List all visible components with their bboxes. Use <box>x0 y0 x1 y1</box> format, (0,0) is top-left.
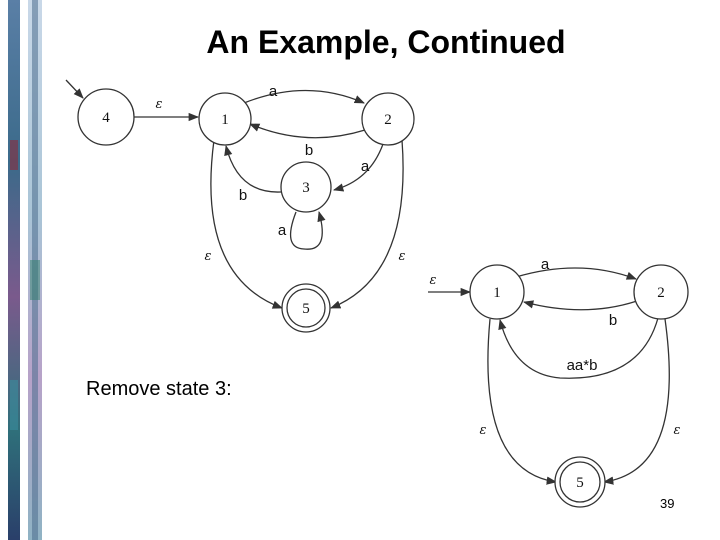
state-label: 1 <box>493 285 501 301</box>
edge-label: ε <box>399 249 406 264</box>
edge-label: b <box>609 312 617 329</box>
edge2-2-1-b <box>522 300 638 311</box>
edge2-2-5-eps <box>602 318 670 485</box>
edge-1-5-eps <box>210 139 283 309</box>
state-label: 4 <box>102 110 110 126</box>
edge-label: a <box>361 158 370 175</box>
state-1 <box>198 92 252 146</box>
edge-label: ε <box>205 249 212 264</box>
edge-label: a <box>541 256 550 273</box>
body-text: Remove state 3: <box>86 378 232 400</box>
edge-label: ε <box>674 423 681 438</box>
edge-3-1-b <box>224 144 282 193</box>
state-label: 5 <box>576 475 584 491</box>
state-label: 5 <box>302 301 310 317</box>
state-2 <box>633 264 689 320</box>
diagram-before: 4 1 2 3 5 ε a b a b a ε ε <box>65 79 415 333</box>
edge2-2-1-aab <box>498 317 659 379</box>
edge-2-5-eps <box>330 139 404 309</box>
edge-label: a <box>269 83 278 100</box>
diagram-after: 1 2 5 ε a b aa*b ε ε <box>428 256 689 508</box>
edge-2-1-b <box>249 123 366 139</box>
state-label: 2 <box>657 285 665 301</box>
edge-2-3-a <box>332 143 384 192</box>
edge-label: ε <box>156 97 163 112</box>
edge-label: b <box>305 142 313 159</box>
state-5-inner <box>286 288 326 328</box>
edge2-1-2-a <box>515 267 637 280</box>
slide-title: An Example, Continued <box>206 24 566 60</box>
decorative-side-strip <box>0 0 56 540</box>
edge-label: ε <box>480 423 487 438</box>
edge-label: ε <box>430 273 437 288</box>
state-1 <box>469 264 525 320</box>
state-5-inner <box>559 461 601 503</box>
edge-1-2-a <box>243 89 365 104</box>
page-number: 39 <box>660 496 675 511</box>
edge2-1-5-eps <box>487 318 558 485</box>
initial-arrow-before <box>65 79 84 99</box>
state-4 <box>77 88 135 146</box>
edge-label: a <box>278 222 287 239</box>
mosaic-decoration <box>8 0 42 540</box>
state-label: 3 <box>302 180 310 196</box>
state-label: 1 <box>221 112 229 128</box>
state-label: 2 <box>384 112 392 128</box>
state-2 <box>361 92 415 146</box>
edge-label: b <box>239 187 247 204</box>
edge-label: aa*b <box>567 357 598 374</box>
edge-3-loop-a <box>289 210 326 250</box>
state-3 <box>280 161 332 213</box>
